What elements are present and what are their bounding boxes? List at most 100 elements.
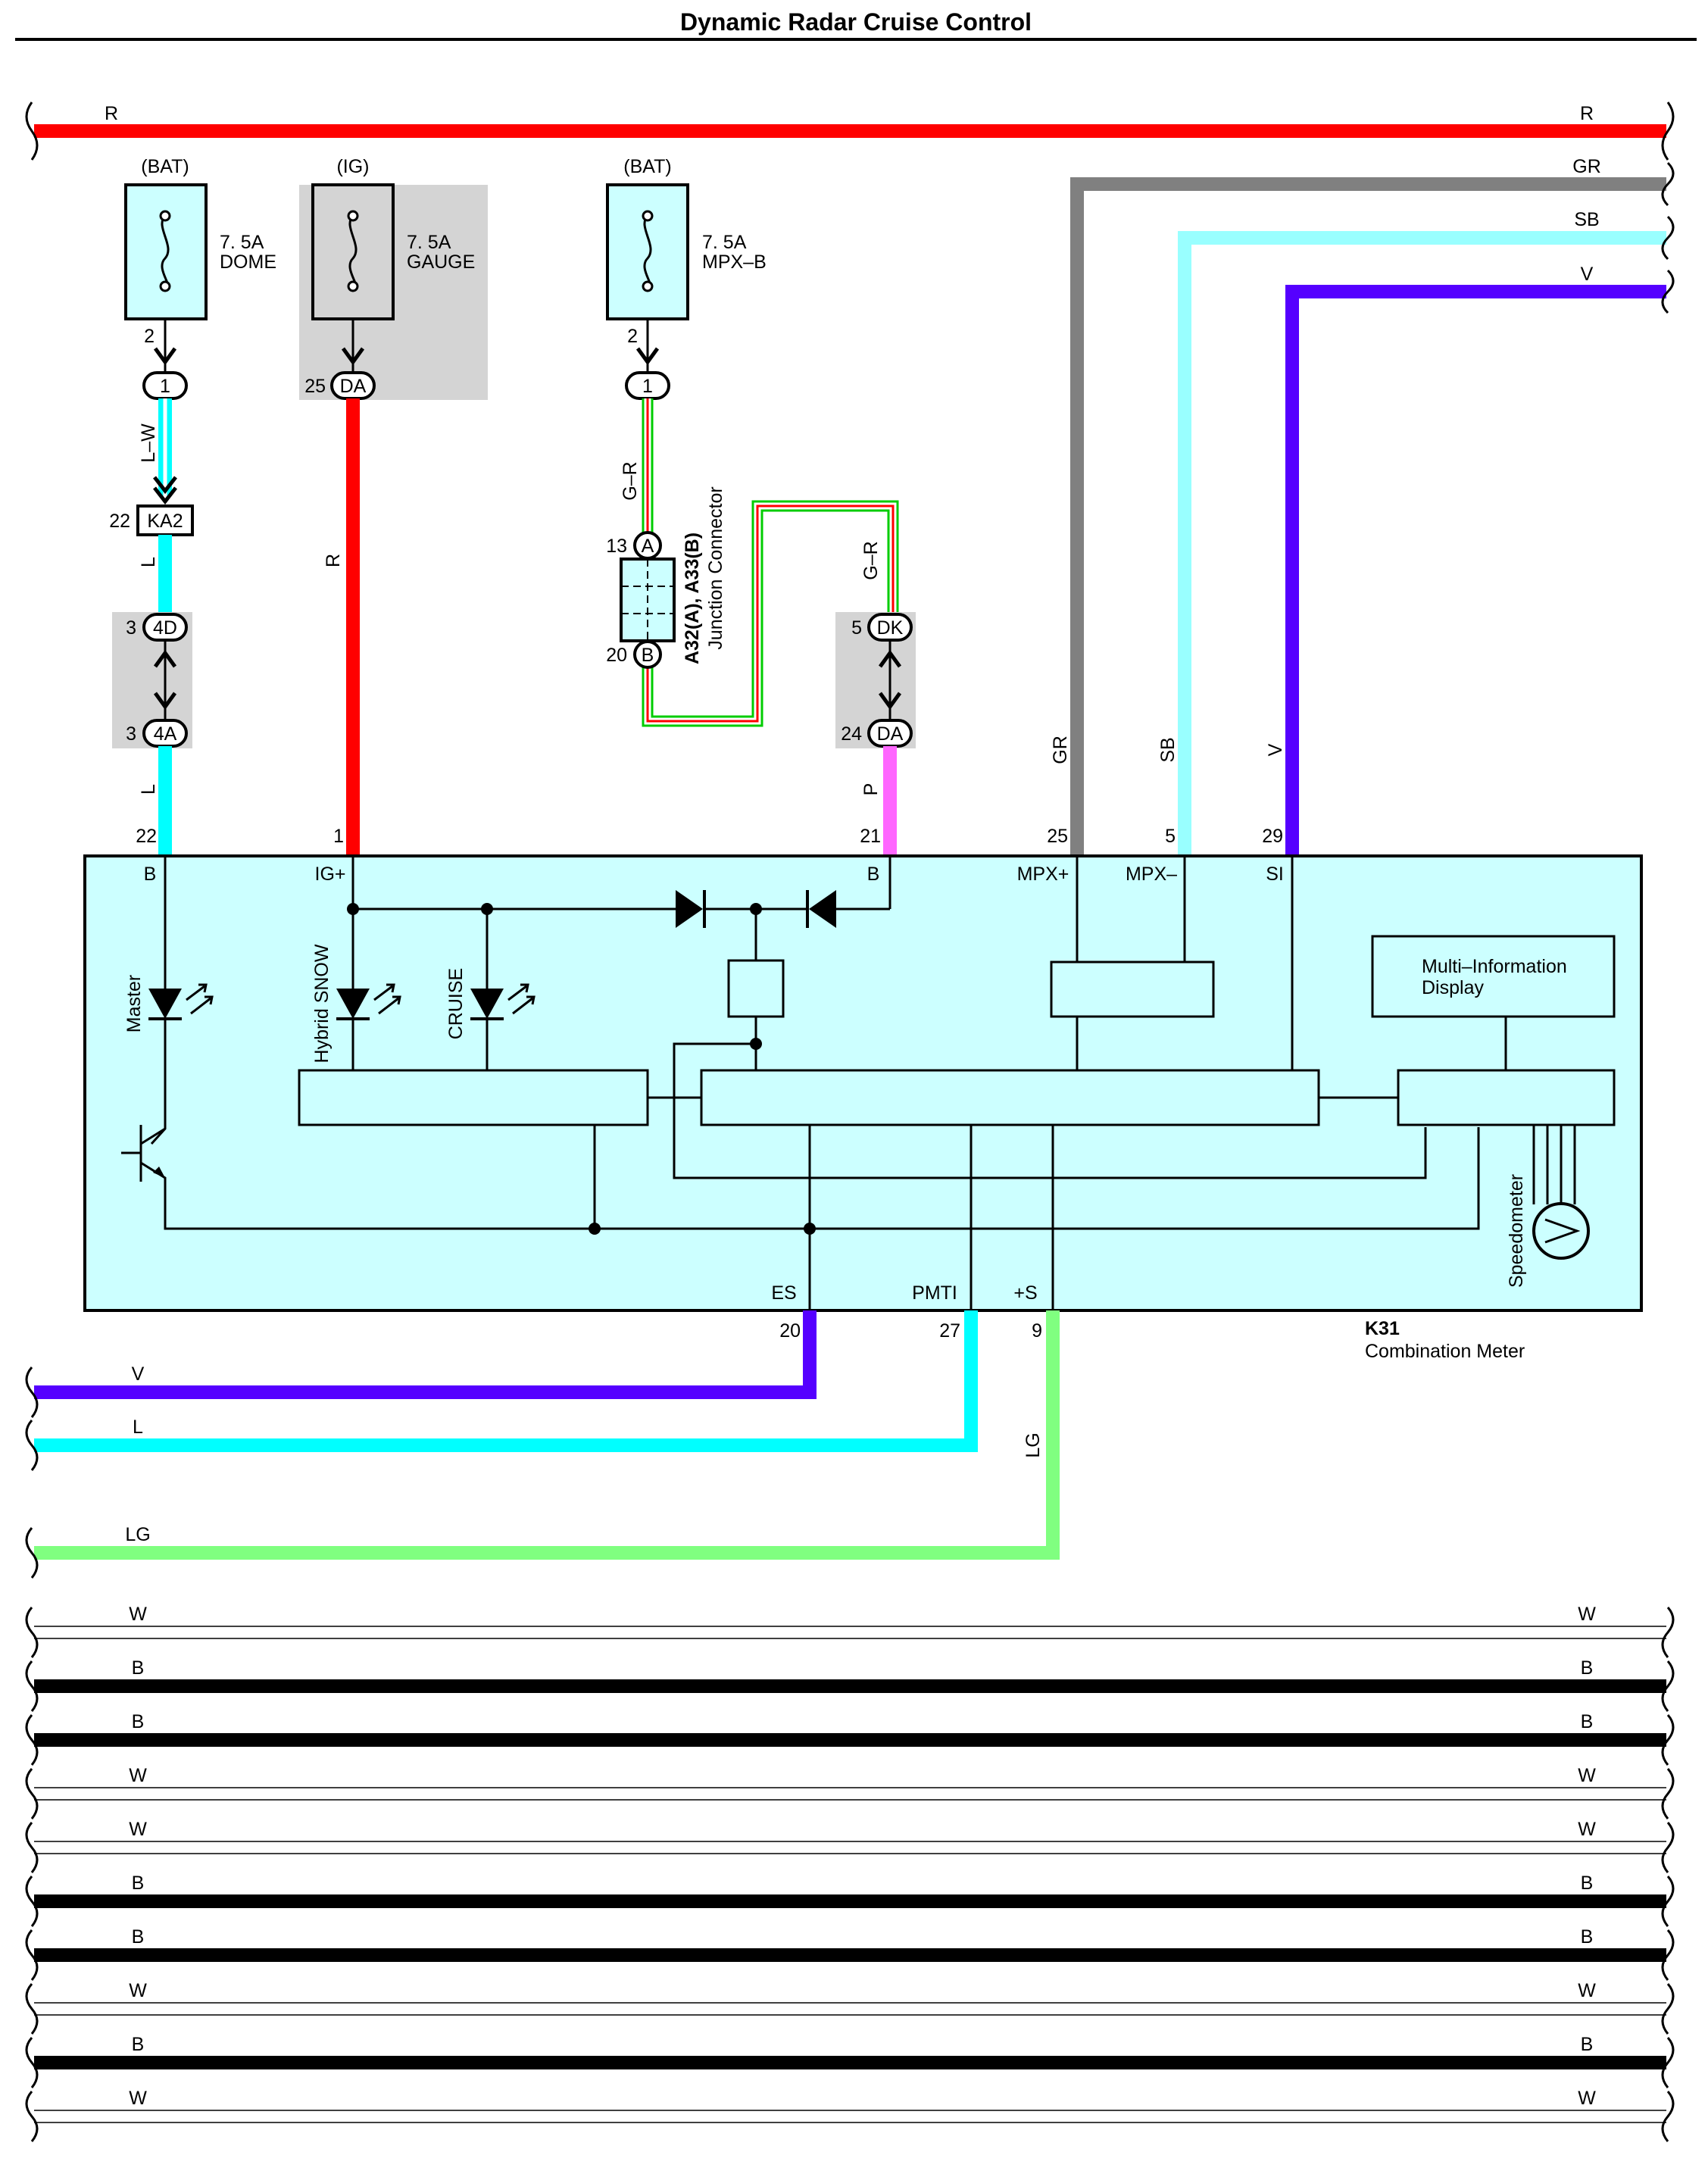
arrow-4a-down bbox=[153, 692, 177, 711]
bus-row-label-left: B bbox=[132, 1711, 145, 1732]
led-hybrid-snow-label: Hybrid SNOW bbox=[311, 944, 333, 1063]
bus-row-label-right: W bbox=[1578, 1765, 1596, 1786]
fuse-gauge bbox=[311, 183, 395, 320]
meter-internal-circuit bbox=[121, 856, 1616, 1310]
speedometer-gauge-icon bbox=[1532, 1202, 1590, 1260]
led-hybrid-snow bbox=[336, 983, 401, 1020]
wire-sb-top bbox=[1178, 215, 1675, 854]
fuse-gauge-source: (IG) bbox=[336, 156, 369, 177]
conn-4d-label: 4D bbox=[153, 617, 177, 639]
wire-label-lg-vert: LG bbox=[1023, 1432, 1044, 1457]
bus-row-label-left: W bbox=[129, 1980, 147, 2001]
wire-label-gr-right-vert: G–R bbox=[860, 541, 882, 579]
wire-v-bottom bbox=[25, 1310, 817, 1418]
wire-gr-striped bbox=[642, 398, 899, 727]
fuse-dome-rating: 7. 5A bbox=[220, 232, 264, 253]
meter-pin-b2-num: 21 bbox=[860, 826, 881, 847]
wire-label-v-vert: V bbox=[1265, 743, 1286, 756]
arrow-4d-up bbox=[153, 649, 177, 668]
arrow-da-down bbox=[878, 692, 902, 711]
speedometer-label: Speedometer bbox=[1506, 1174, 1527, 1288]
meter-pin-mpxp-num: 25 bbox=[1047, 826, 1068, 847]
meter-pin-es: ES bbox=[771, 1282, 796, 1304]
combination-meter-box bbox=[83, 854, 1643, 1312]
wire-label-r-right: R bbox=[1580, 103, 1594, 124]
fuse-dome-name: DOME bbox=[220, 251, 276, 273]
bus-row-label-right: W bbox=[1578, 1604, 1596, 1625]
conn-ka2-pin: 22 bbox=[109, 511, 130, 532]
meter-pin-pmti: PMTI bbox=[912, 1282, 957, 1304]
diagram-title: Dynamic Radar Cruise Control bbox=[680, 8, 1032, 36]
meter-pin-ig-num: 1 bbox=[333, 826, 344, 847]
led-cruise bbox=[470, 983, 536, 1020]
conn-dome-1-label: 1 bbox=[160, 376, 170, 397]
bus-row-label-left: B bbox=[132, 1873, 145, 1894]
wire-label-gr-right: GR bbox=[1572, 156, 1601, 177]
bus-row-label-right: B bbox=[1581, 1926, 1594, 1948]
meter-pin-pmti-num: 27 bbox=[939, 1320, 960, 1342]
arrow-gauge bbox=[341, 347, 365, 366]
wire-lw bbox=[153, 398, 177, 505]
fuse-mpxb-pin: 2 bbox=[627, 326, 638, 347]
meter-pin-es-num: 20 bbox=[779, 1320, 801, 1342]
junction-pin-b bbox=[633, 640, 662, 669]
bus-row-label-left: B bbox=[132, 1657, 145, 1679]
wire-gr-top bbox=[1070, 161, 1675, 854]
junction-name: Junction Connector bbox=[705, 486, 726, 649]
meter-id: K31 bbox=[1365, 1318, 1400, 1339]
arrow-dk-up bbox=[878, 649, 902, 668]
wire-label-l-upper: L bbox=[138, 557, 159, 567]
junction-pin-b-label: B bbox=[642, 645, 654, 666]
fuse-mpxb bbox=[606, 183, 689, 320]
wire-label-v-right: V bbox=[1581, 264, 1594, 285]
conn-mpxb-1-label: 1 bbox=[642, 376, 653, 397]
meter-pin-s-num: 9 bbox=[1032, 1320, 1042, 1342]
bus-row-label-left: W bbox=[129, 1604, 147, 1625]
wire-v-top bbox=[1285, 269, 1675, 854]
bus-row-label-left: W bbox=[129, 1819, 147, 1840]
conn-dk-label: DK bbox=[877, 617, 904, 639]
wire-label-v-bottom: V bbox=[132, 1363, 145, 1385]
junction-connector bbox=[620, 558, 676, 642]
bus-row-label-left: B bbox=[132, 1926, 145, 1948]
junction-pin-b-num: 20 bbox=[606, 645, 627, 666]
wire-label-sb-vert: SB bbox=[1157, 737, 1179, 762]
meter-pin-s: +S bbox=[1013, 1282, 1037, 1304]
bus-row-label-left: W bbox=[129, 2088, 147, 2109]
bus-row-label-right: W bbox=[1578, 1980, 1596, 2001]
junction-pin-a-label: A bbox=[642, 536, 654, 557]
conn-ka2 bbox=[136, 504, 194, 536]
wire-lg-bottom bbox=[25, 1310, 1060, 1579]
transistor-arrow-icon bbox=[153, 1167, 165, 1178]
diode-left bbox=[676, 890, 706, 928]
junction-dots bbox=[347, 903, 816, 1235]
conn-da-pin: 24 bbox=[841, 723, 862, 745]
wire-label-gr-left: G–R bbox=[620, 461, 641, 500]
wire-l-bottom bbox=[25, 1310, 978, 1471]
arrow-mpxb bbox=[635, 347, 660, 366]
conn-4a-label: 4A bbox=[154, 723, 177, 745]
bus-row-label-right: B bbox=[1581, 1873, 1594, 1894]
fuse-mpxb-source: (BAT) bbox=[623, 156, 671, 177]
led-master bbox=[148, 983, 214, 1020]
meter-pin-ig: IG+ bbox=[315, 864, 346, 885]
bus-row-label-right: B bbox=[1581, 1711, 1594, 1732]
wire-label-r-left: R bbox=[105, 103, 118, 124]
fuse-dome bbox=[124, 183, 208, 320]
wire-label-sb-right: SB bbox=[1574, 209, 1599, 230]
conn-ka2-label: KA2 bbox=[147, 511, 183, 532]
conn-da-label: DA bbox=[877, 723, 904, 745]
wire-r-top bbox=[25, 102, 1675, 161]
conn-4d-pin: 3 bbox=[126, 617, 136, 639]
bus-row-label-right: B bbox=[1581, 1657, 1594, 1679]
fuse-dome-pin: 2 bbox=[144, 326, 155, 347]
wire-label-lw: L–W bbox=[138, 423, 159, 463]
led-master-label: Master bbox=[123, 975, 145, 1032]
